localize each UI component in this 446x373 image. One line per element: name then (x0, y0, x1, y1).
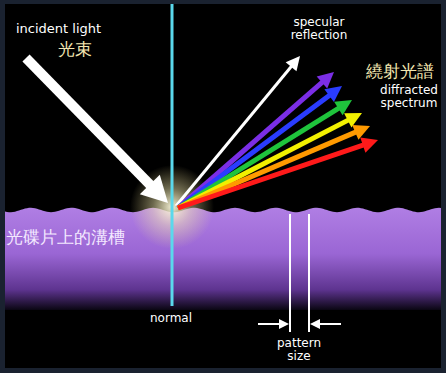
arrowhead (279, 319, 289, 329)
extension-line (308, 214, 310, 332)
diffracted-ray (178, 82, 323, 208)
diffracted-ray (178, 132, 356, 208)
disc-surface-band: 光碟片上的溝槽 (0, 202, 446, 310)
band-shape (0, 202, 446, 310)
diffracted-ray (178, 95, 330, 208)
normal-line (171, 4, 174, 306)
arrowhead (310, 319, 320, 329)
incident-light-label-zh: 光束 (58, 40, 92, 59)
incident-arrow (26, 58, 151, 185)
glow (130, 165, 214, 249)
pattern-size-label: pattern size (268, 337, 330, 363)
band-label: 光碟片上的溝槽 (6, 226, 125, 249)
spectrum-label-zh: 繞射光譜 (366, 62, 434, 81)
specular-arrow (176, 66, 292, 206)
arrowhead (140, 175, 168, 203)
diffracted-ray (178, 145, 364, 208)
groove-surface (5, 208, 441, 310)
arrowhead (344, 113, 362, 127)
incident-light-label: incident light (16, 22, 101, 36)
dimension-arrow (317, 323, 341, 325)
arrowhead (324, 86, 342, 102)
arrowhead (360, 138, 378, 153)
arrowhead (317, 72, 334, 89)
arrowhead (334, 100, 352, 115)
spectrum-label: diffracted spectrum (376, 84, 442, 110)
ground (5, 4, 441, 368)
extension-line (289, 214, 291, 332)
dimension-arrow (258, 323, 282, 325)
normal-label: normal (150, 312, 192, 325)
arrowhead (352, 125, 370, 140)
specular-label: specular reflection (280, 16, 358, 42)
diffracted-ray (178, 120, 349, 208)
diffracted-ray (178, 108, 339, 208)
pattern-size-dimension (258, 214, 341, 332)
arrowhead (286, 56, 300, 71)
